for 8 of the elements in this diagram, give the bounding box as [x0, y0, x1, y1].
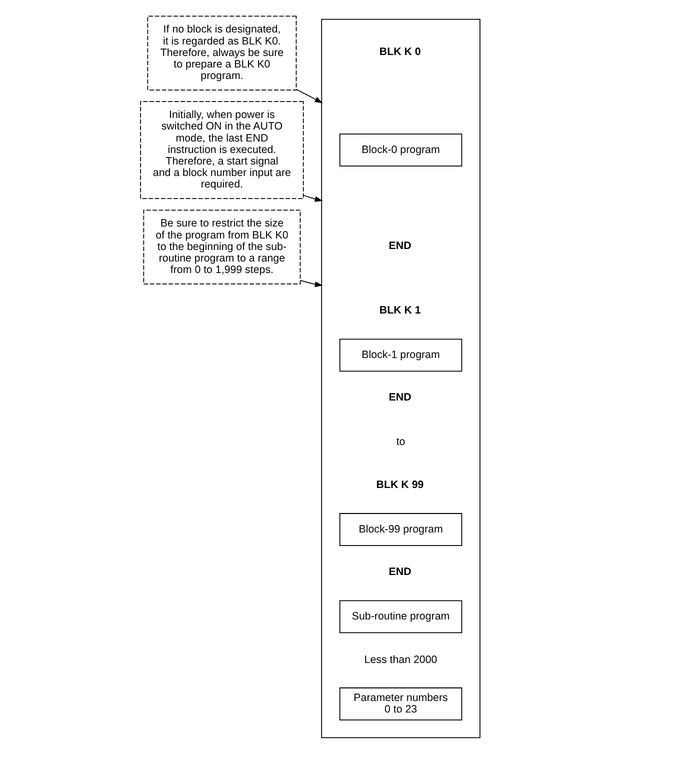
label: BLK K 99: [376, 478, 424, 491]
label: Less than 2000: [364, 654, 437, 666]
label: END: [388, 392, 411, 404]
label: END: [388, 566, 411, 578]
label: BLK K 1: [378, 304, 420, 316]
label: END: [388, 240, 411, 252]
label: to: [396, 436, 405, 448]
label: BLK K 0: [378, 46, 420, 58]
